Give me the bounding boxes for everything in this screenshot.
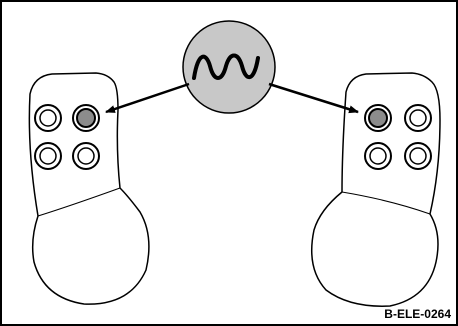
left-button-bottom-right <box>72 142 100 170</box>
left-joystick <box>28 72 150 305</box>
sine-wave-icon <box>192 53 260 80</box>
signal-circle <box>182 20 276 114</box>
right-button-cluster <box>364 104 432 170</box>
arrow-to-left-button <box>105 82 190 114</box>
right-button-bottom-right <box>404 142 432 170</box>
right-joystick-grip <box>311 72 441 307</box>
figure-code: B-ELE-0264 <box>384 307 451 321</box>
left-joystick-base-line <box>37 187 121 217</box>
right-button-top-right <box>404 104 432 132</box>
right-button-top-left-active <box>364 104 392 132</box>
signal-indicator <box>182 20 276 114</box>
arrow-to-right-button <box>268 82 359 114</box>
right-joystick <box>311 72 441 307</box>
right-joystick-base-line <box>341 191 431 215</box>
left-button-top-right-active <box>72 104 100 132</box>
left-button-cluster <box>34 104 100 170</box>
left-button-bottom-left <box>34 142 62 170</box>
left-joystick-grip <box>28 72 150 305</box>
right-button-bottom-left <box>364 142 392 170</box>
left-button-top-left <box>34 104 62 132</box>
